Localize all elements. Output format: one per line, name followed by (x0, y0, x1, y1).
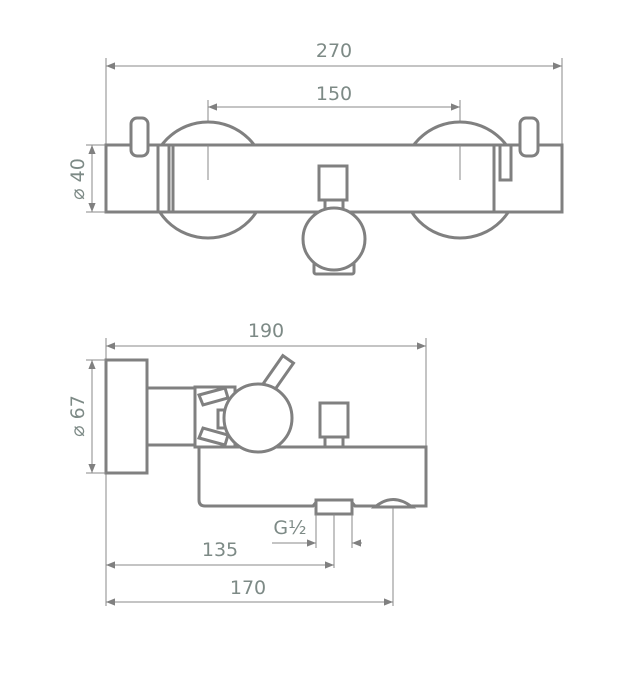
spout-distance-label: 170 (230, 577, 266, 599)
thermostat-knob (222, 382, 294, 454)
overall-width-label: 270 (316, 40, 352, 62)
side-view: 190 ⌀ 67 G½ 135 170 (67, 320, 428, 606)
center-distance-label: 150 (316, 83, 352, 105)
thread-label: G½ (273, 517, 306, 539)
pin-left (129, 116, 150, 158)
plate-diameter-label: ⌀ 67 (67, 395, 89, 437)
handle-knob (301, 206, 367, 272)
pin-right (518, 116, 540, 158)
top-view: 270 150 ⌀ 40 (67, 40, 564, 276)
depth-label: 190 (248, 320, 284, 342)
outlet-distance-label: 135 (202, 539, 238, 561)
body-diameter-label: ⌀ 40 (67, 158, 89, 200)
spout-body (197, 445, 428, 508)
wall-plate (104, 358, 149, 475)
